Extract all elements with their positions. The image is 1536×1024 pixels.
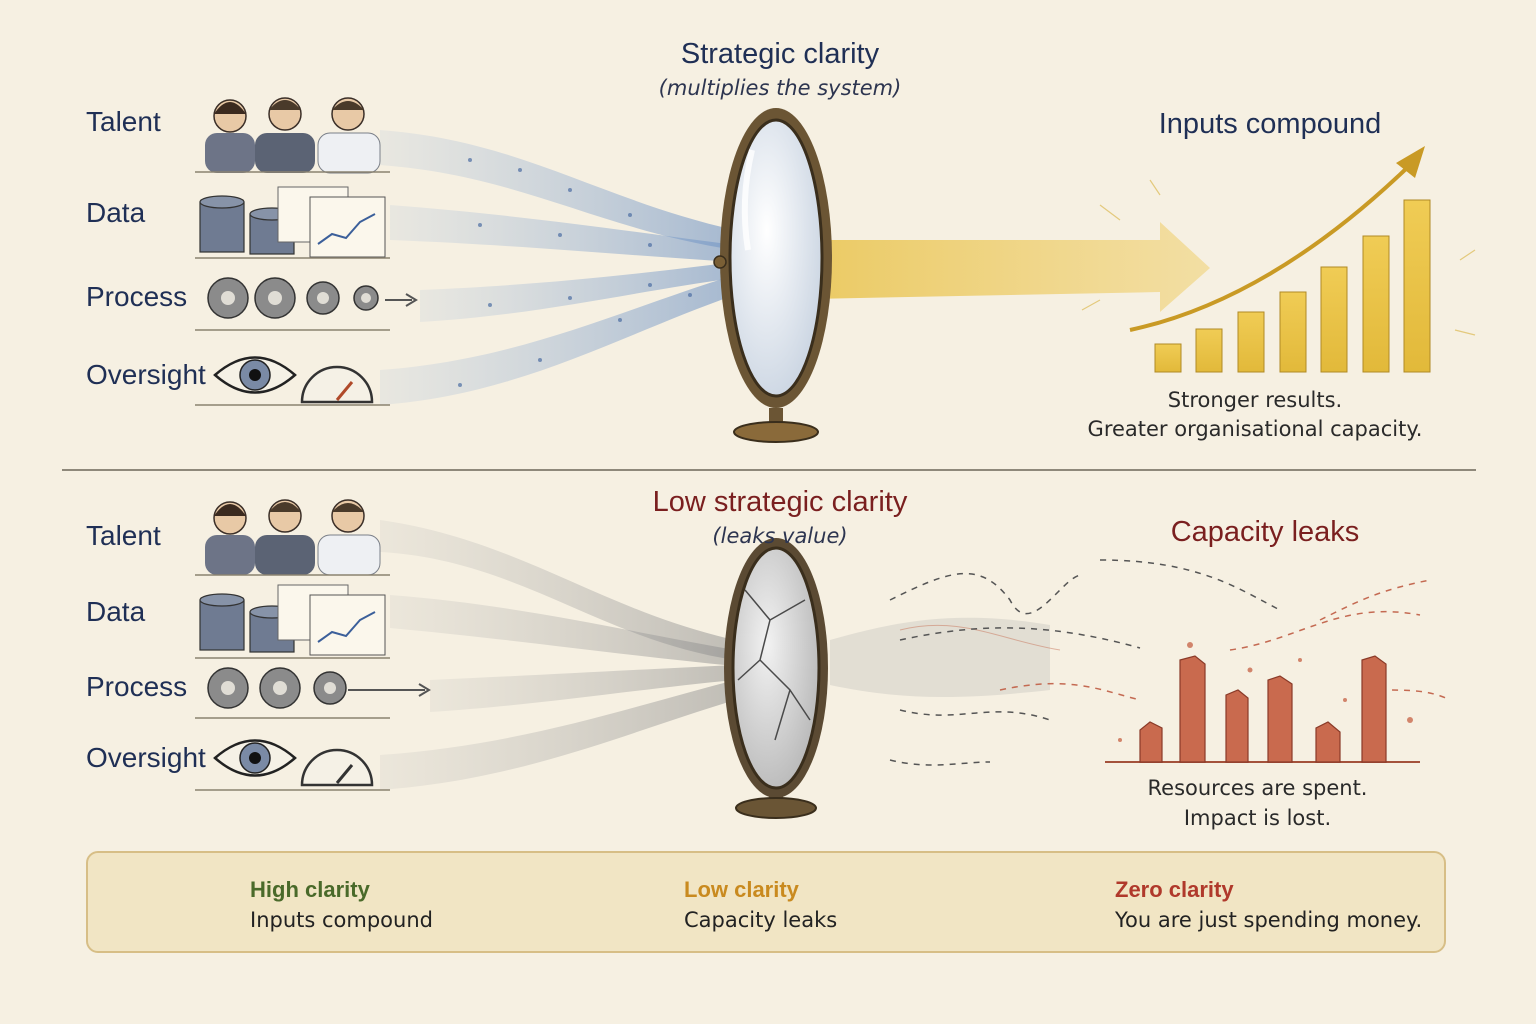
- input-label-data: Data: [86, 197, 146, 228]
- top-subheading: (multiplies the system): [658, 76, 902, 100]
- bottom-result-heading: Capacity leaks: [1170, 516, 1360, 548]
- legend-title-zero: Zero clarity: [1115, 877, 1234, 902]
- gears-icon: [207, 277, 418, 319]
- eye-gauge-icon-bottom: [213, 739, 374, 787]
- top-result-heading: Inputs compound: [1158, 108, 1382, 140]
- bottom-streams: [380, 520, 1061, 790]
- input-label-process-bottom: Process: [86, 671, 188, 702]
- bottom-heading: Low strategic clarity: [652, 486, 908, 518]
- input-label-data-bottom: Data: [86, 596, 146, 627]
- database-chart-icon-bottom: [199, 584, 386, 656]
- input-label-oversight: Oversight: [86, 359, 206, 390]
- top-streams: [380, 130, 735, 405]
- gold-beam-arrow: [760, 222, 1210, 312]
- top-caption-line1: Stronger results.: [1167, 388, 1343, 412]
- legend-desc-low: Capacity leaks: [684, 908, 838, 932]
- bottom-subheading: (leaks value): [712, 524, 848, 548]
- people-icon: [205, 97, 381, 174]
- input-label-oversight-bottom: Oversight: [86, 742, 206, 773]
- legend-desc-high: Inputs compound: [250, 908, 433, 932]
- cracked-lens-icon: [724, 538, 828, 819]
- compound-growth-chart: [1081, 146, 1476, 373]
- input-label-talent-bottom: Talent: [86, 520, 161, 551]
- input-label-process: Process: [86, 281, 188, 312]
- magnifying-lens-icon: [713, 108, 832, 443]
- broken-bars-chart: [1105, 642, 1420, 763]
- bottom-caption-line2: Impact is lost.: [1183, 806, 1332, 830]
- top-heading: Strategic clarity: [680, 38, 880, 70]
- leak-dashed-arrows: [889, 559, 1451, 766]
- legend-title-high: High clarity: [250, 877, 370, 902]
- legend-desc-zero: You are just spending money.: [1115, 908, 1423, 932]
- eye-gauge-icon: [213, 356, 374, 404]
- legend-item-zero: Zero clarity You are just spending money…: [948, 853, 1444, 951]
- people-icon-bottom: [205, 499, 381, 576]
- database-chart-icon: [199, 186, 386, 258]
- legend-title-low: Low clarity: [684, 877, 799, 902]
- bottom-caption-line1: Resources are spent.: [1147, 776, 1368, 800]
- legend-box: High clarity Inputs compound Low clarity…: [86, 851, 1446, 953]
- input-label-talent: Talent: [86, 106, 161, 137]
- gears-icon-bottom: [207, 667, 431, 709]
- legend-item-low: Low clarity Capacity leaks: [518, 853, 948, 951]
- legend-item-high: High clarity Inputs compound: [88, 853, 518, 951]
- top-caption-line2: Greater organisational capacity.: [1087, 417, 1423, 441]
